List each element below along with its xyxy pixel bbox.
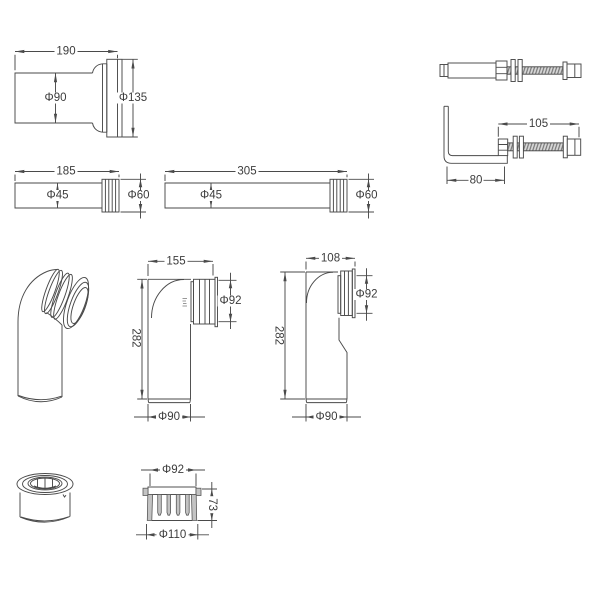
extension-pipe-long-drawing: 305 Φ45 Φ60 <box>164 166 380 219</box>
elbow-3d-view <box>17 268 90 403</box>
dim-label-elbow-narrow-height: 282 <box>273 326 285 345</box>
dim-label-seal-height: 73 <box>206 498 218 511</box>
extension-pipe-short-drawing: 185 Φ45 Φ60 <box>14 166 152 219</box>
dim-label-elbow-narrow-socket: Φ92 <box>356 289 378 301</box>
pan-connector-drawing: 190 Φ90 Φ135 <box>14 46 149 138</box>
dim-label-bracket-depth: 80 <box>470 174 483 186</box>
dim-label-seal-inner: Φ92 <box>162 464 184 476</box>
dim-label-elbow-narrow-width: 108 <box>321 252 340 264</box>
fixing-bolt-upper-drawing <box>439 59 582 82</box>
dim-label-connector-flange: Φ135 <box>119 92 147 104</box>
dim-label-connector-inlet: Φ90 <box>45 92 67 104</box>
dim-label-bolt-length: 105 <box>529 118 548 130</box>
dim-label-seal-outer: Φ110 <box>159 529 187 541</box>
dim-label-pipe-short-length: 185 <box>56 166 75 178</box>
dim-label-elbow-wide-outlet: Φ90 <box>158 411 180 423</box>
dim-label-elbow-wide-socket: Φ92 <box>220 295 242 307</box>
dim-label-pipe-long-length: 305 <box>237 166 256 178</box>
elbow-wide-drawing: 155 282 Φ92 Φ90 <box>130 255 244 423</box>
dim-label-connector-length: 190 <box>56 46 75 58</box>
dim-label-pipe-long-inner: Φ45 <box>200 190 222 202</box>
fixing-bracket-bolt-drawing: 105 80 <box>443 105 582 186</box>
seal-3d-view <box>16 473 74 523</box>
dim-label-elbow-narrow-outlet: Φ90 <box>316 411 338 423</box>
dim-label-pipe-short-outer: Φ60 <box>128 190 150 202</box>
dim-label-pipe-short-inner: Φ45 <box>47 190 69 202</box>
dim-label-elbow-wide-width: 155 <box>166 255 185 267</box>
dim-label-pipe-long-outer: Φ60 <box>356 190 378 202</box>
dim-label-elbow-wide-height: 282 <box>130 328 142 347</box>
seal-2d-drawing: Φ92 73 Φ110 <box>136 464 218 541</box>
elbow-narrow-drawing: 108 282 Φ92 Φ90 <box>273 252 380 423</box>
